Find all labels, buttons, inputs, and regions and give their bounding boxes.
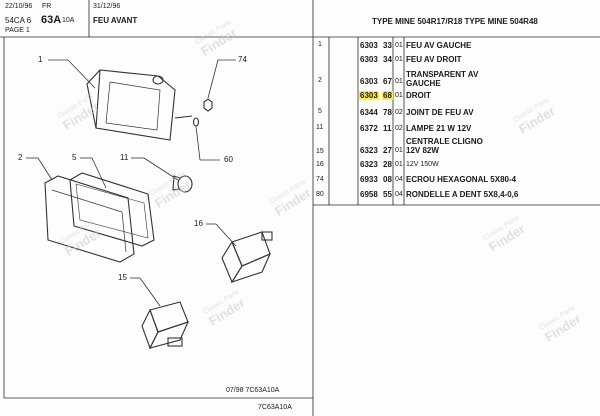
exploded-diagram <box>44 69 273 350</box>
part-number: 6303 <box>360 55 378 64</box>
part-number-highlight: 6303 <box>359 91 379 100</box>
part-qty: 01 <box>395 42 403 49</box>
part-ref: 15 <box>316 148 324 155</box>
part-number: 6933 <box>360 175 378 184</box>
footer-code-2: 7C63A10A <box>258 404 292 411</box>
header-date2: 31/12/96 <box>93 3 121 10</box>
callout-label: 16 <box>194 219 203 228</box>
page-title: FEU AVANT <box>93 16 138 25</box>
part-number: 6344 <box>360 108 378 117</box>
part-suffix: 33 <box>383 41 392 50</box>
part-number: 6303 <box>360 77 378 86</box>
part-ref: 11 <box>316 124 324 131</box>
callout-label: 11 <box>120 153 129 162</box>
part-number: 6303 <box>360 41 378 50</box>
part-qty: 02 <box>395 109 403 116</box>
callout-label: 15 <box>118 273 127 282</box>
callout-label: 2 <box>18 153 23 162</box>
callout-label: 60 <box>224 155 233 164</box>
callout-label: 5 <box>72 153 77 162</box>
part-ref: 5 <box>318 108 322 115</box>
part-number: 6372 <box>360 124 378 133</box>
part-qty: 01 <box>395 78 403 85</box>
part-label: TRANSPARENT AV GAUCHE <box>406 70 479 88</box>
part-qty: 02 <box>395 125 403 132</box>
header-lang: FR <box>42 3 52 10</box>
header-code-prefix: 54CA 6 <box>5 16 32 25</box>
part-suffix: 28 <box>383 160 392 169</box>
callout-label: 74 <box>238 55 247 64</box>
part-suffix-highlight: 68 <box>382 91 393 100</box>
header-code-main: 63A <box>41 14 62 26</box>
part-qty: 04 <box>395 176 403 183</box>
part-suffix: 34 <box>383 55 392 64</box>
part-ref: 16 <box>316 161 324 168</box>
part-label: CENTRALE CLIGNO 12V 82W <box>406 137 483 155</box>
part-qty: 01 <box>395 92 403 99</box>
part-suffix: 55 <box>383 190 392 199</box>
part-suffix: 08 <box>383 175 392 184</box>
part-ref: 2 <box>318 77 322 84</box>
part-suffix: 78 <box>383 108 392 117</box>
part-label: ECROU HEXAGONAL 5X80-4 <box>406 175 517 184</box>
type-mine-title: TYPE MINE 504R17/R18 TYPE MINE 504R48 <box>372 17 538 26</box>
part-suffix: 27 <box>383 146 392 155</box>
callout-label: 1 <box>38 55 43 64</box>
part-label: RONDELLE A DENT 5X8,4-0,6 <box>406 190 519 199</box>
part-label: JOINT DE FEU AV <box>406 108 474 117</box>
part-ref: 1 <box>318 41 322 48</box>
part-number: 6323 <box>360 160 378 169</box>
part-qty: 01 <box>395 147 403 154</box>
part-ref: 74 <box>316 176 324 183</box>
part-label: FEU AV DROIT <box>406 55 462 64</box>
part-suffix: 11 <box>383 124 392 133</box>
header-page: PAGE 1 <box>5 27 30 34</box>
part-number: 6323 <box>360 146 378 155</box>
part-label: FEU AV GAUCHE <box>406 41 472 50</box>
header-code-suffix: 10A <box>62 17 75 24</box>
part-qty: 01 <box>395 56 403 63</box>
part-suffix: 67 <box>383 77 392 86</box>
part-number: 6958 <box>360 190 378 199</box>
part-qty: 01 <box>395 161 403 168</box>
part-qty: 04 <box>395 191 403 198</box>
part-label: DROIT <box>406 91 431 100</box>
footer-code: 07/98 7C63A10A <box>226 387 280 394</box>
part-label: 12V 150W <box>406 161 439 168</box>
part-ref: 80 <box>316 191 324 198</box>
header-date: 22/10/96 <box>5 3 33 10</box>
part-label: LAMPE 21 W 12V <box>406 124 472 133</box>
